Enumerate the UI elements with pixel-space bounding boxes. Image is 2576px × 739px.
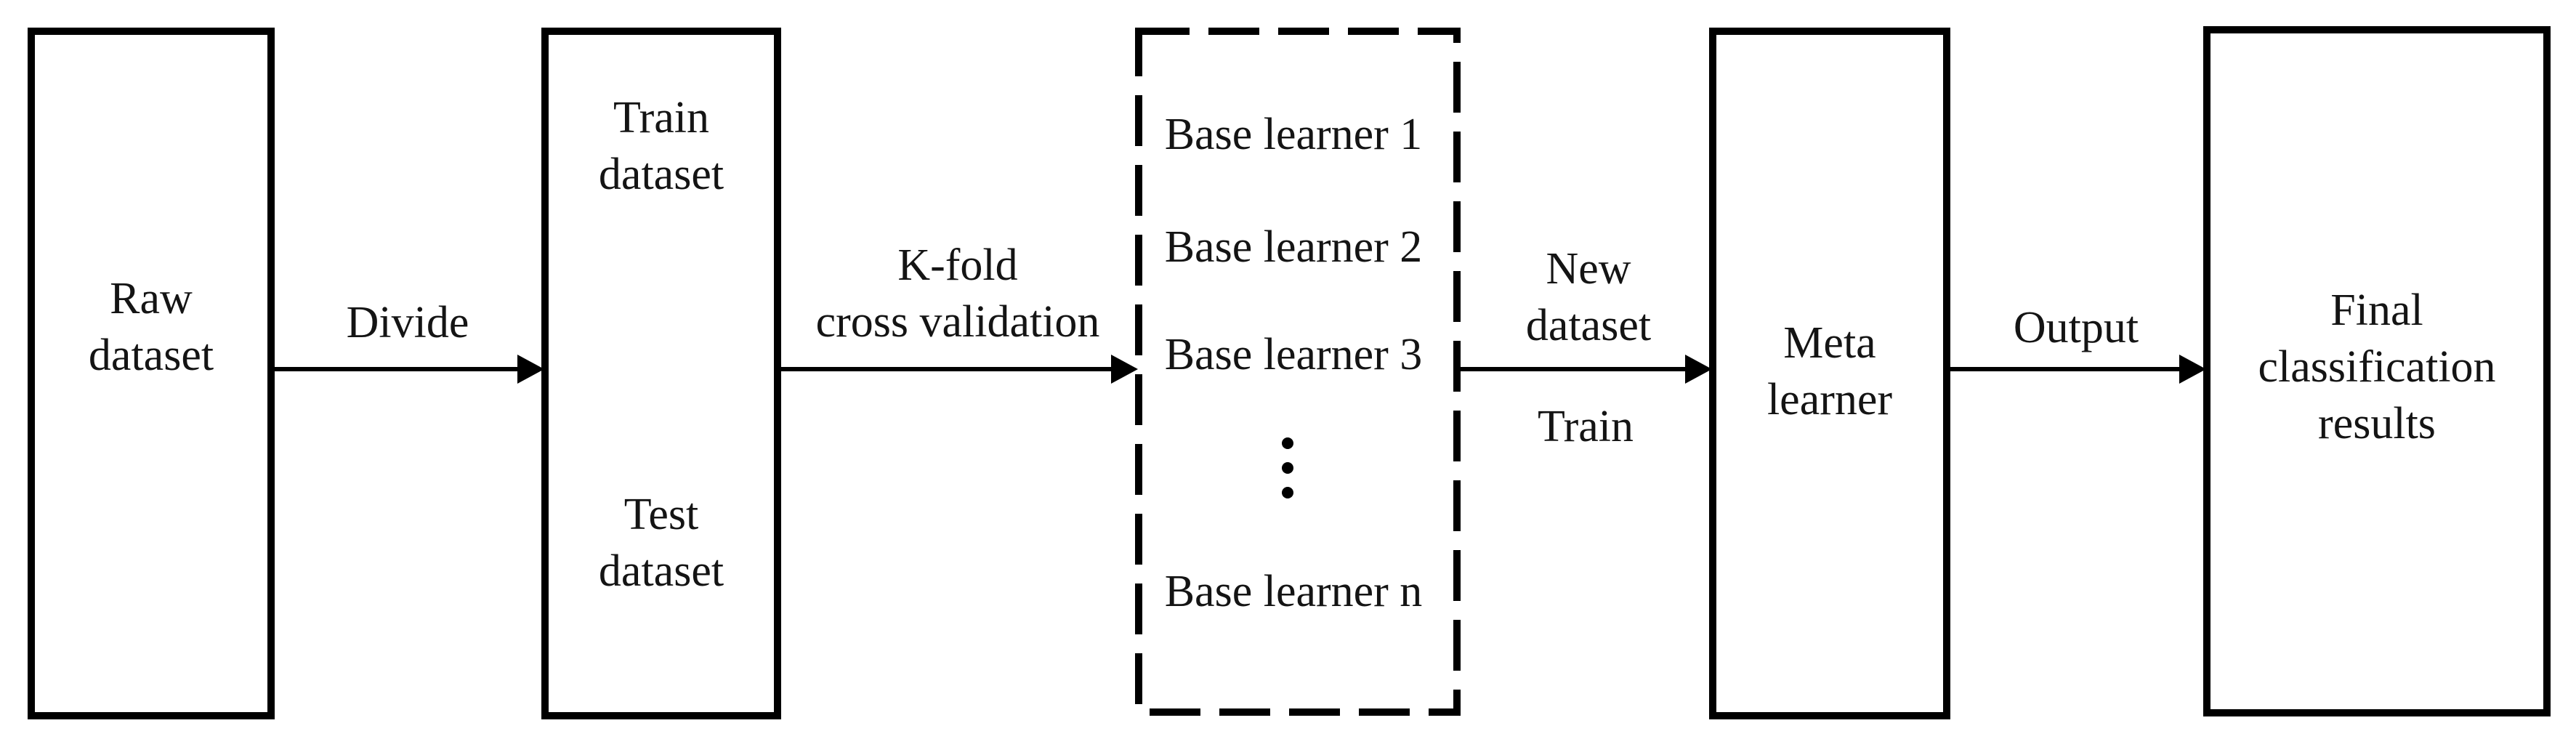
kfold-arrow-label-line1: K-fold: [897, 241, 1018, 290]
new-dataset-arrowhead-icon: [1685, 355, 1712, 384]
kfold-arrow-label: K-fold cross validation: [816, 237, 1100, 350]
test-dataset-label: Test dataset: [599, 486, 724, 599]
final-results-label-line1: Final: [2330, 286, 2423, 335]
new-dataset-arrow-label-line1: New: [1546, 244, 1631, 294]
base-learner-2-label: Base learner 2: [1164, 222, 1423, 272]
final-results-label-line3: results: [2318, 399, 2436, 448]
base-learners-dashed-box: [1135, 28, 1461, 716]
meta-learner-label-line2: learner: [1767, 375, 1893, 424]
raw-dataset-label-line2: dataset: [88, 331, 214, 380]
raw-dataset-label-line1: Raw: [110, 274, 193, 323]
final-results-label-line2: classification: [2258, 342, 2496, 392]
kfold-arrow-label-line2: cross validation: [815, 297, 1100, 347]
raw-dataset-label: Raw dataset: [89, 270, 214, 384]
base-learner-1-label: Base learner 1: [1164, 110, 1423, 159]
base-learner-3-label: Base learner 3: [1164, 330, 1423, 379]
kfold-arrowhead-icon: [1111, 355, 1138, 384]
output-arrow-label: Output: [2013, 303, 2139, 352]
train-dataset-label-line2: dataset: [598, 150, 724, 199]
train-dataset-label: Train dataset: [599, 89, 724, 203]
test-dataset-label-line1: Test: [623, 490, 699, 539]
meta-learner-label-line1: Meta: [1783, 318, 1876, 368]
meta-learner-label: Meta learner: [1767, 315, 1892, 428]
final-results-box: [2203, 26, 2551, 716]
divide-arrowhead-icon: [517, 355, 544, 384]
meta-learner-box: [1709, 28, 1950, 719]
new-dataset-arrow-label: New dataset: [1526, 241, 1651, 354]
raw-dataset-box: [28, 28, 275, 719]
final-results-label: Final classification results: [2258, 282, 2495, 452]
train-dataset-label-line1: Train: [613, 93, 710, 142]
test-dataset-label-line2: dataset: [598, 546, 724, 596]
base-learner-n-label: Base learner n: [1164, 567, 1423, 616]
new-dataset-arrow-label-line2: dataset: [1525, 301, 1652, 350]
vertical-ellipsis-icon: [1282, 437, 1293, 498]
train-arrow-label: Train: [1537, 402, 1634, 451]
output-arrowhead-icon: [2179, 355, 2206, 384]
train-test-dataset-box: [541, 28, 781, 719]
divide-arrow-label: Divide: [346, 298, 469, 347]
